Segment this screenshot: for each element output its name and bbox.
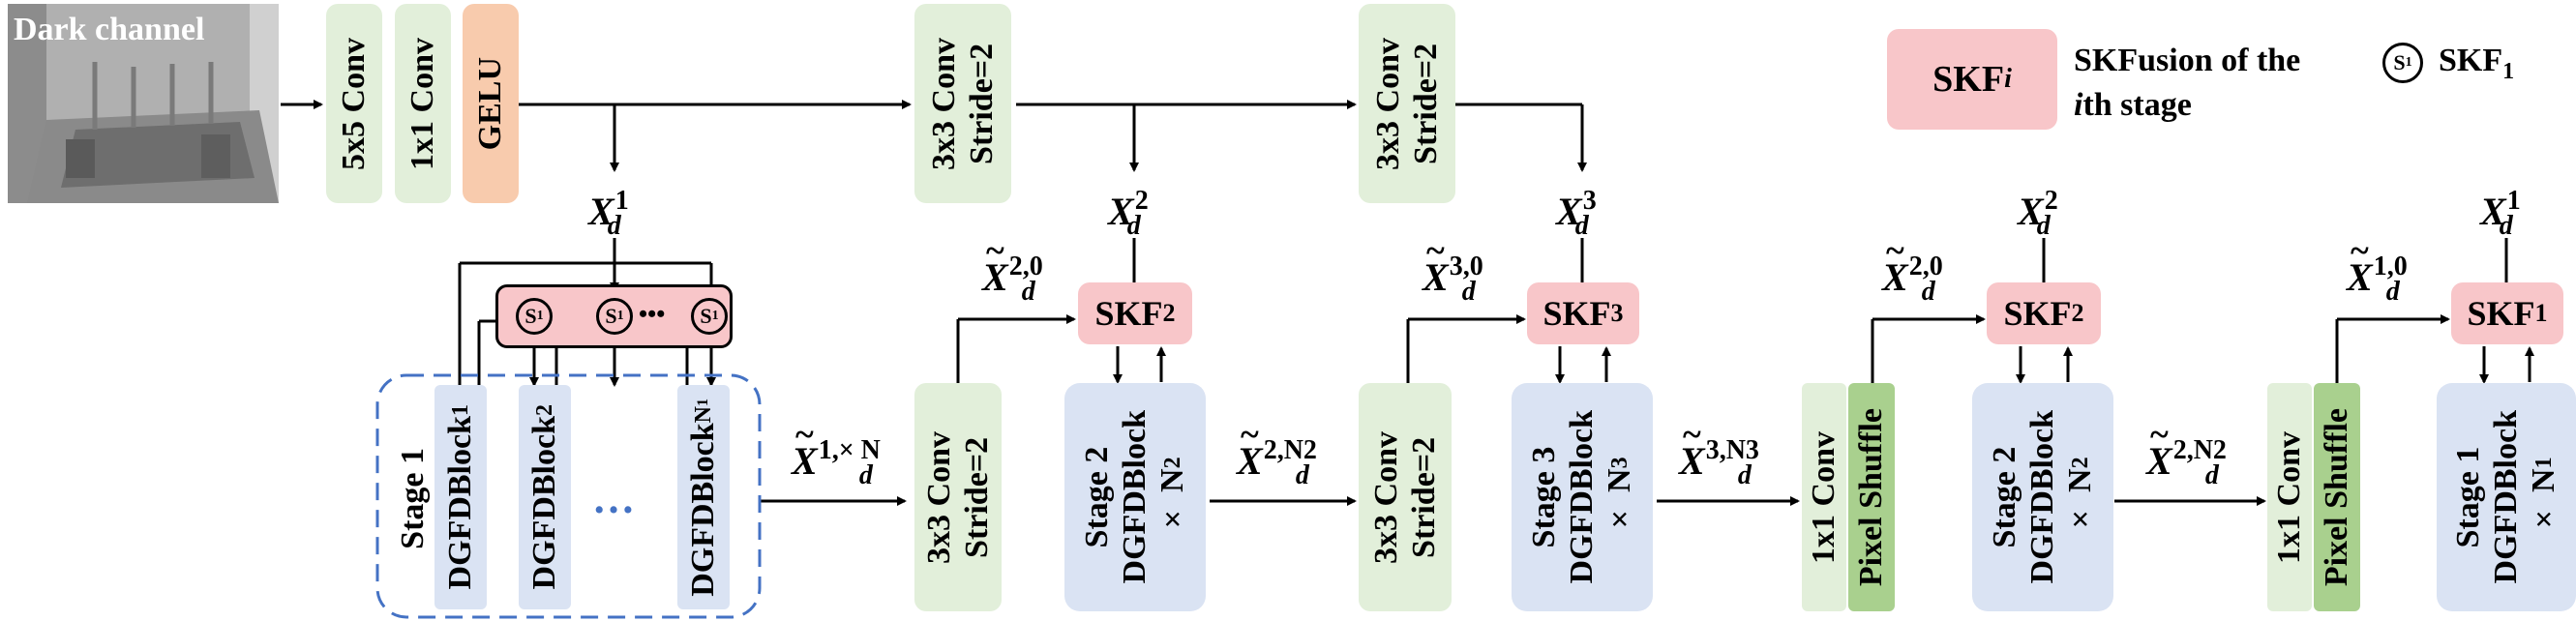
x-d-3-top: X3d bbox=[1556, 186, 1597, 241]
conv1x1-label: 1x1 Conv bbox=[404, 37, 441, 170]
image-label: Dark channel bbox=[14, 12, 205, 47]
conv5x5-block: 5x5 Conv bbox=[326, 4, 382, 203]
conv1x1-block: 1x1 Conv bbox=[395, 4, 451, 203]
dgfd-block-2-label: DGFDBlock2 bbox=[526, 404, 563, 590]
gelu-label: GELU bbox=[472, 56, 509, 151]
x-tilde-2-0: X2,0d bbox=[982, 233, 1043, 306]
x-d-1-decoder: X1d bbox=[2480, 186, 2521, 241]
room-scene-graphic bbox=[8, 4, 279, 203]
dgfd-block-n: DGFDBlockN1 bbox=[677, 385, 730, 609]
x-d-1-top: X1d bbox=[588, 186, 629, 241]
pixel-shuffle-1: Pixel Shuffle bbox=[1848, 383, 1895, 611]
x-tilde-3-0: X3,0d bbox=[1423, 233, 1483, 306]
decoder-conv1x1-2-label: 1x1 Conv bbox=[2271, 430, 2308, 564]
x-d-2-top: X2d bbox=[1108, 186, 1149, 241]
stage1-ellipsis: … bbox=[592, 475, 639, 522]
gelu-block: GELU bbox=[463, 4, 519, 203]
stage1-title: Stage 1 bbox=[395, 447, 432, 549]
decoder-conv1x1-1: 1x1 Conv bbox=[1802, 383, 1846, 611]
dgfd-block-n-label: DGFDBlockN1 bbox=[685, 398, 722, 597]
x-tilde-2-0-decoder: X2,0d bbox=[1882, 233, 1943, 306]
legend-skf-description: SKFusion of the ith stage bbox=[2074, 43, 2301, 123]
decoder-conv1x1-2: 1x1 Conv bbox=[2267, 383, 2312, 611]
pixel-shuffle-1-label: Pixel Shuffle bbox=[1853, 407, 1890, 587]
pixel-shuffle-2: Pixel Shuffle bbox=[2314, 383, 2360, 611]
dgfd-block-2: DGFDBlock2 bbox=[519, 385, 571, 609]
skf-cluster-dots: ••• bbox=[639, 300, 666, 328]
x-tilde-3-n3: X3,N3d bbox=[1679, 417, 1759, 489]
pixel-shuffle-2-label: Pixel Shuffle bbox=[2319, 407, 2355, 587]
decoder-conv1x1-1-label: 1x1 Conv bbox=[1806, 430, 1842, 564]
x-tilde-2-n2-decoder: X2,N2d bbox=[2146, 417, 2227, 489]
dark-channel-image: Dark channel bbox=[8, 4, 279, 203]
x-d-2-decoder: X2d bbox=[2018, 186, 2058, 241]
conv5x5-label: 5x5 Conv bbox=[336, 37, 373, 170]
x-tilde-2-n2: X2,N2d bbox=[1237, 417, 1317, 489]
dgfd-block-1-label: DGFDBlock1 bbox=[442, 404, 479, 590]
x-tilde-1-n1: X1,× Nd bbox=[792, 417, 881, 489]
legend-circle-description: SKF1 bbox=[2439, 43, 2515, 84]
stage1-dashed-border bbox=[375, 373, 762, 619]
x-tilde-1-0-decoder: X1,0d bbox=[2347, 233, 2408, 306]
dgfd-block-1: DGFDBlock1 bbox=[434, 385, 487, 609]
